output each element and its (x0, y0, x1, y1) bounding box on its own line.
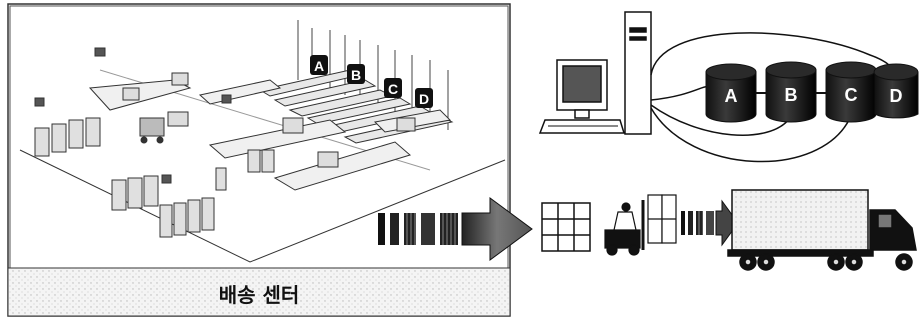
flow-arrow (378, 197, 533, 261)
database-c-label: C (845, 85, 858, 105)
forklift-icon (604, 194, 677, 256)
center-marker-c-bg (384, 78, 402, 98)
center-marker-a-bg (310, 55, 328, 75)
boxes (122, 72, 416, 168)
center-markers: A B C D (310, 55, 433, 108)
roll-carts (34, 117, 275, 238)
database-c-icon: C (825, 61, 877, 123)
warehouse-illustration (19, 20, 506, 263)
truck-icon (727, 189, 917, 271)
database-a-label: A (725, 86, 738, 106)
conveyors (88, 79, 452, 191)
center-marker-a: A (314, 58, 324, 74)
pallet-grid-icon (541, 202, 591, 252)
database-chain: A B C D (705, 61, 919, 123)
small-flow-arrow (681, 199, 739, 247)
center-marker-d-bg (415, 88, 433, 108)
database-b-icon: B (765, 61, 817, 123)
center-marker-b-bg (347, 64, 365, 84)
forklift (139, 117, 165, 144)
database-d-label: D (890, 86, 903, 106)
center-marker-c: C (388, 81, 398, 97)
center-marker-b: B (351, 67, 361, 83)
center-marker-d: D (419, 91, 429, 107)
computer-icon (538, 11, 652, 135)
hanging-signs (34, 47, 232, 184)
panel-caption: 배송 센터 (218, 282, 300, 307)
database-a-icon: A (705, 63, 757, 123)
database-b-label: B (785, 85, 798, 105)
database-d-icon: D (873, 63, 919, 119)
distribution-center-panel (7, 3, 511, 317)
